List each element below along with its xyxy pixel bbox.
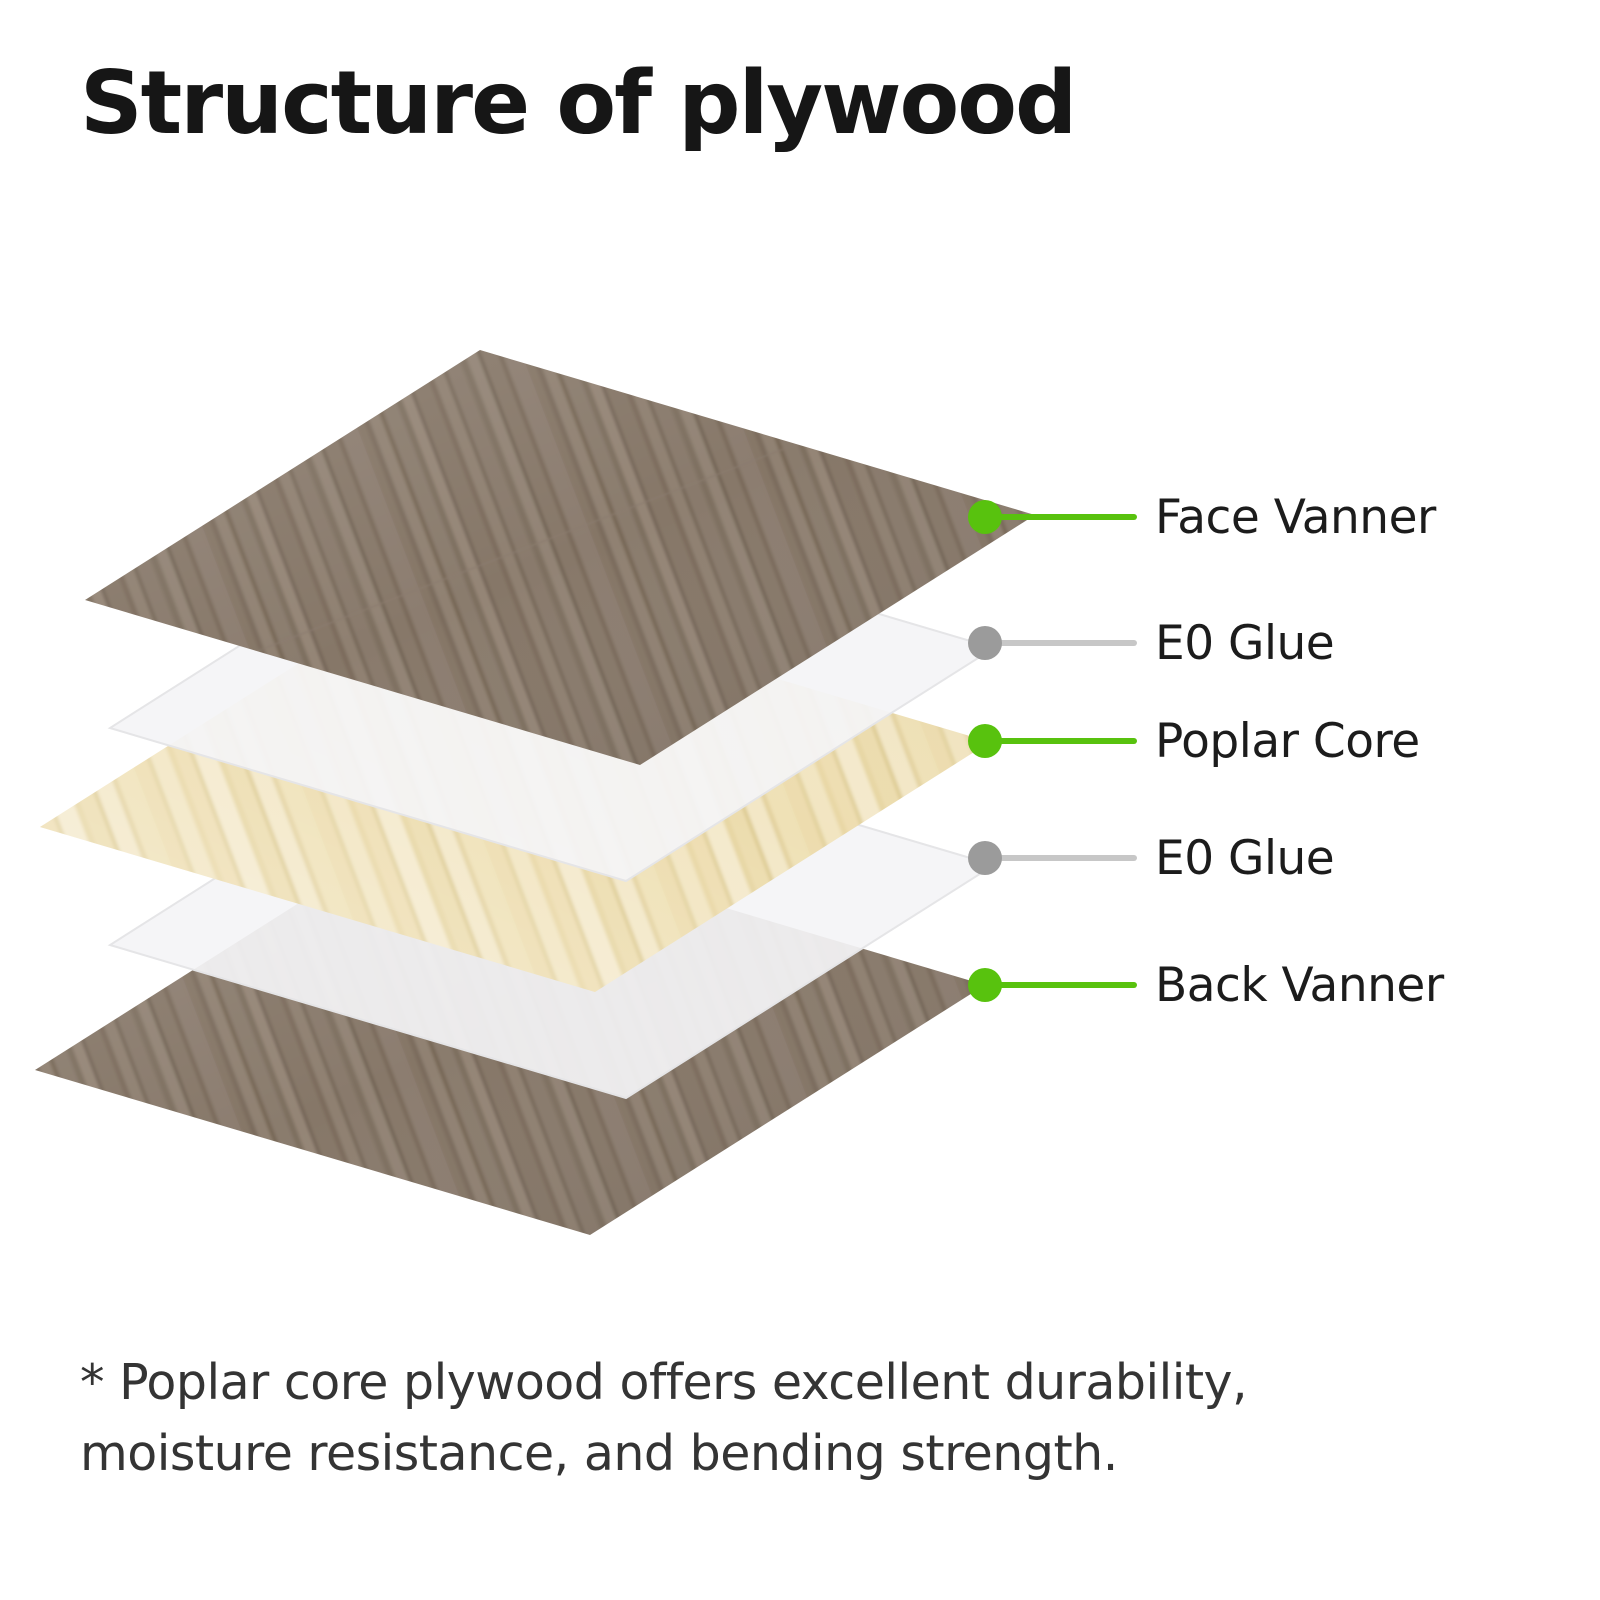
layer-label: Back Vanner <box>1155 957 1444 1013</box>
layer-label: Face Vanner <box>1155 489 1436 545</box>
leader-dot <box>968 500 1002 534</box>
leader-line <box>985 640 1137 646</box>
leader-line <box>985 982 1137 988</box>
leader-glue-bottom <box>968 841 1137 875</box>
leader-line <box>985 514 1137 520</box>
layer-label: E0 Glue <box>1155 830 1335 886</box>
leader-back-veneer <box>968 968 1137 1002</box>
leader-dot <box>968 724 1002 758</box>
leader-dot <box>968 968 1002 1002</box>
leader-poplar-core <box>968 724 1137 758</box>
label-row-face-veneer: Face Vanner <box>967 490 1436 545</box>
leader-glue-top <box>968 626 1137 660</box>
leader-line <box>985 855 1137 861</box>
leader-dot <box>968 626 1002 660</box>
label-row-poplar-core: Poplar Core <box>967 714 1420 769</box>
footer-note-line2: moisture resistance, and bending strengt… <box>80 1424 1118 1482</box>
layer-label: Poplar Core <box>1155 713 1420 769</box>
footer-note-line1: * Poplar core plywood offers excellent d… <box>80 1354 1248 1411</box>
label-row-glue-bottom: E0 Glue <box>967 831 1335 886</box>
layer-face-veneer <box>85 350 1035 765</box>
leader-dot <box>968 841 1002 875</box>
label-row-glue-top: E0 Glue <box>967 616 1335 671</box>
page-title: Structure of plywood <box>80 52 1077 154</box>
layer-label: E0 Glue <box>1155 615 1335 671</box>
leader-face-veneer <box>968 500 1137 534</box>
footer-note: * Poplar core plywood offers excellent d… <box>80 1348 1540 1489</box>
leader-line <box>985 738 1137 744</box>
label-row-back-veneer: Back Vanner <box>967 958 1444 1013</box>
